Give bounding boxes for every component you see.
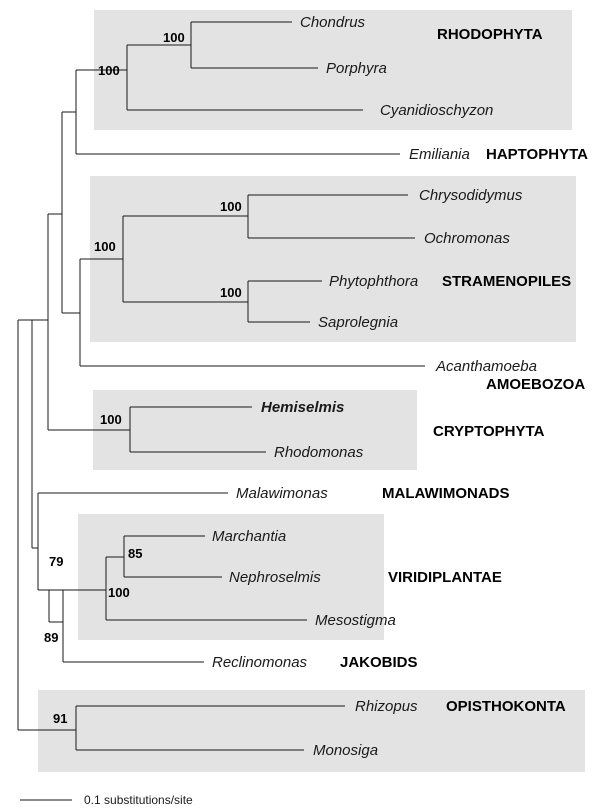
taxon-phytophthora: Phytophthora xyxy=(329,273,418,290)
taxon-chondrus: Chondrus xyxy=(300,14,366,31)
taxon-rhizopus: Rhizopus xyxy=(355,698,418,715)
taxon-chrysodidymus: Chrysodidymus xyxy=(419,187,523,204)
support-opisthokonta: 91 xyxy=(53,711,67,726)
support-phytophthora-saprolegnia: 100 xyxy=(220,285,242,300)
tree-branches xyxy=(17,21,425,751)
scale-bar-label: 0.1 substitutions/site xyxy=(84,793,193,807)
stramenopiles-clade-box xyxy=(90,176,576,342)
group-cryptophyta: CRYPTOPHYTA xyxy=(433,423,545,440)
cryptophyta-clade-box xyxy=(93,390,417,470)
taxon-nephroselmis: Nephroselmis xyxy=(229,569,321,586)
support-malawimonas-viridiplantae-jakobids: 79 xyxy=(49,554,63,569)
group-haptophyta: HAPTOPHYTA xyxy=(486,146,588,163)
support-viridiplantae: 100 xyxy=(108,585,130,600)
taxon-labels: Chondrus Porphyra Cyanidioschyzon Emilia… xyxy=(212,14,537,759)
support-chondrus-porphyra: 100 xyxy=(163,30,185,45)
support-rhodophyta: 100 xyxy=(98,63,120,78)
group-jakobids: JAKOBIDS xyxy=(340,654,418,671)
taxon-emiliania: Emiliania xyxy=(409,146,470,163)
group-amoebozoa: AMOEBOZOA xyxy=(486,376,585,393)
taxon-porphyra: Porphyra xyxy=(326,60,387,77)
group-opisthokonta: OPISTHOKONTA xyxy=(446,698,566,715)
group-rhodophyta: RHODOPHYTA xyxy=(437,26,543,43)
taxon-marchantia: Marchantia xyxy=(212,528,286,545)
group-viridiplantae: VIRIDIPLANTAE xyxy=(388,569,502,586)
taxon-malawimonas: Malawimonas xyxy=(236,485,328,502)
taxon-ochromonas: Ochromonas xyxy=(424,230,510,247)
support-stramenopiles: 100 xyxy=(94,239,116,254)
group-malawimonads: MALAWIMONADS xyxy=(382,485,510,502)
taxon-mesostigma: Mesostigma xyxy=(315,612,396,629)
support-values: 100 100 100 100 100 100 85 100 79 89 91 xyxy=(44,30,242,726)
taxon-monosiga: Monosiga xyxy=(313,742,378,759)
opisthokonta-clade-box xyxy=(38,690,585,772)
taxon-cyanidioschyzon: Cyanidioschyzon xyxy=(380,102,493,119)
support-cryptophyta: 100 xyxy=(100,412,122,427)
support-viridiplantae-jakobids: 89 xyxy=(44,630,58,645)
taxon-rhodomonas: Rhodomonas xyxy=(274,444,364,461)
taxon-reclinomonas: Reclinomonas xyxy=(212,654,308,671)
taxon-saprolegnia: Saprolegnia xyxy=(318,314,398,331)
support-chrysodidymus-ochromonas: 100 xyxy=(220,199,242,214)
support-marchantia-nephroselmis: 85 xyxy=(128,546,142,561)
group-labels: RHODOPHYTA HAPTOPHYTA STRAMENOPILES AMOE… xyxy=(340,26,588,715)
group-stramenopiles: STRAMENOPILES xyxy=(442,273,571,290)
taxon-acanthamoeba: Acanthamoeba xyxy=(435,358,537,375)
taxon-hemiselmis: Hemiselmis xyxy=(261,399,344,416)
scale-bar: 0.1 substitutions/site xyxy=(20,793,193,807)
